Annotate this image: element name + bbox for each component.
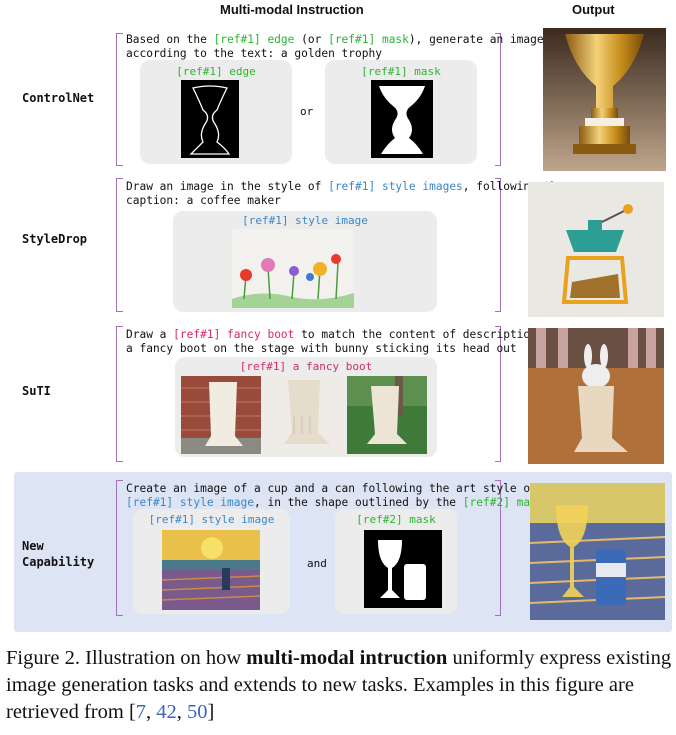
panel-label-fancy-boot: [ref#1] a fancy boot xyxy=(239,360,373,373)
connector-and: and xyxy=(307,557,327,570)
right-bracket xyxy=(495,178,501,312)
citation-link[interactable]: 42 xyxy=(156,701,177,723)
output-column-header: Output xyxy=(572,2,615,17)
boot-reference-image-3 xyxy=(347,376,427,454)
output-image-golden-trophy xyxy=(543,28,666,171)
output-image-boot-on-stage xyxy=(528,328,664,464)
right-bracket xyxy=(495,33,501,166)
cup-and-can-mask-image xyxy=(364,530,442,608)
row-label-controlnet: ControlNet xyxy=(22,91,95,105)
panel-label-style-image: [ref#1] style image xyxy=(148,513,275,526)
row-label-new-capability: New Capability xyxy=(22,539,95,569)
instruction-text-controlnet: Based on the [ref#1] edge (or [ref#1] ma… xyxy=(126,33,544,60)
left-bracket xyxy=(116,326,123,462)
panel-label-mask: [ref#2] mask xyxy=(356,513,436,526)
output-image-coffee-maker xyxy=(528,182,664,317)
van-gogh-style-image xyxy=(162,530,260,610)
row-label-styledrop: StyleDrop xyxy=(22,232,88,246)
left-bracket xyxy=(116,33,123,166)
right-bracket xyxy=(495,480,501,616)
row-label-suti: SuTI xyxy=(22,384,51,398)
panel-label-mask: [ref#1] mask xyxy=(361,65,441,78)
citation-link[interactable]: 7 xyxy=(135,701,147,723)
left-bracket xyxy=(116,480,123,616)
edge-map-image xyxy=(181,80,239,158)
instruction-text-new-capability: Create an image of a cup and a can follo… xyxy=(126,482,564,509)
instruction-column-header: Multi-modal Instruction xyxy=(220,2,364,17)
figure-caption: Figure 2. Illustration on how multi-moda… xyxy=(6,647,672,723)
panel-label-style-image: [ref#1] style image xyxy=(242,214,368,227)
output-image-cup-and-can xyxy=(530,483,665,620)
panel-label-edge: [ref#1] edge xyxy=(176,65,256,78)
right-bracket xyxy=(495,326,501,462)
mask-image xyxy=(371,80,433,158)
boot-reference-image-1 xyxy=(181,376,261,454)
instruction-text-styledrop: Draw an image in the style of [ref#1] st… xyxy=(126,180,564,207)
connector-or: or xyxy=(300,105,314,118)
citation-link[interactable]: 50 xyxy=(187,701,208,723)
style-reference-image xyxy=(232,229,354,308)
left-bracket xyxy=(116,178,123,312)
instruction-text-suti: Draw a [ref#1] fancy boot to match the c… xyxy=(126,328,544,355)
boot-reference-image-2 xyxy=(264,376,344,454)
